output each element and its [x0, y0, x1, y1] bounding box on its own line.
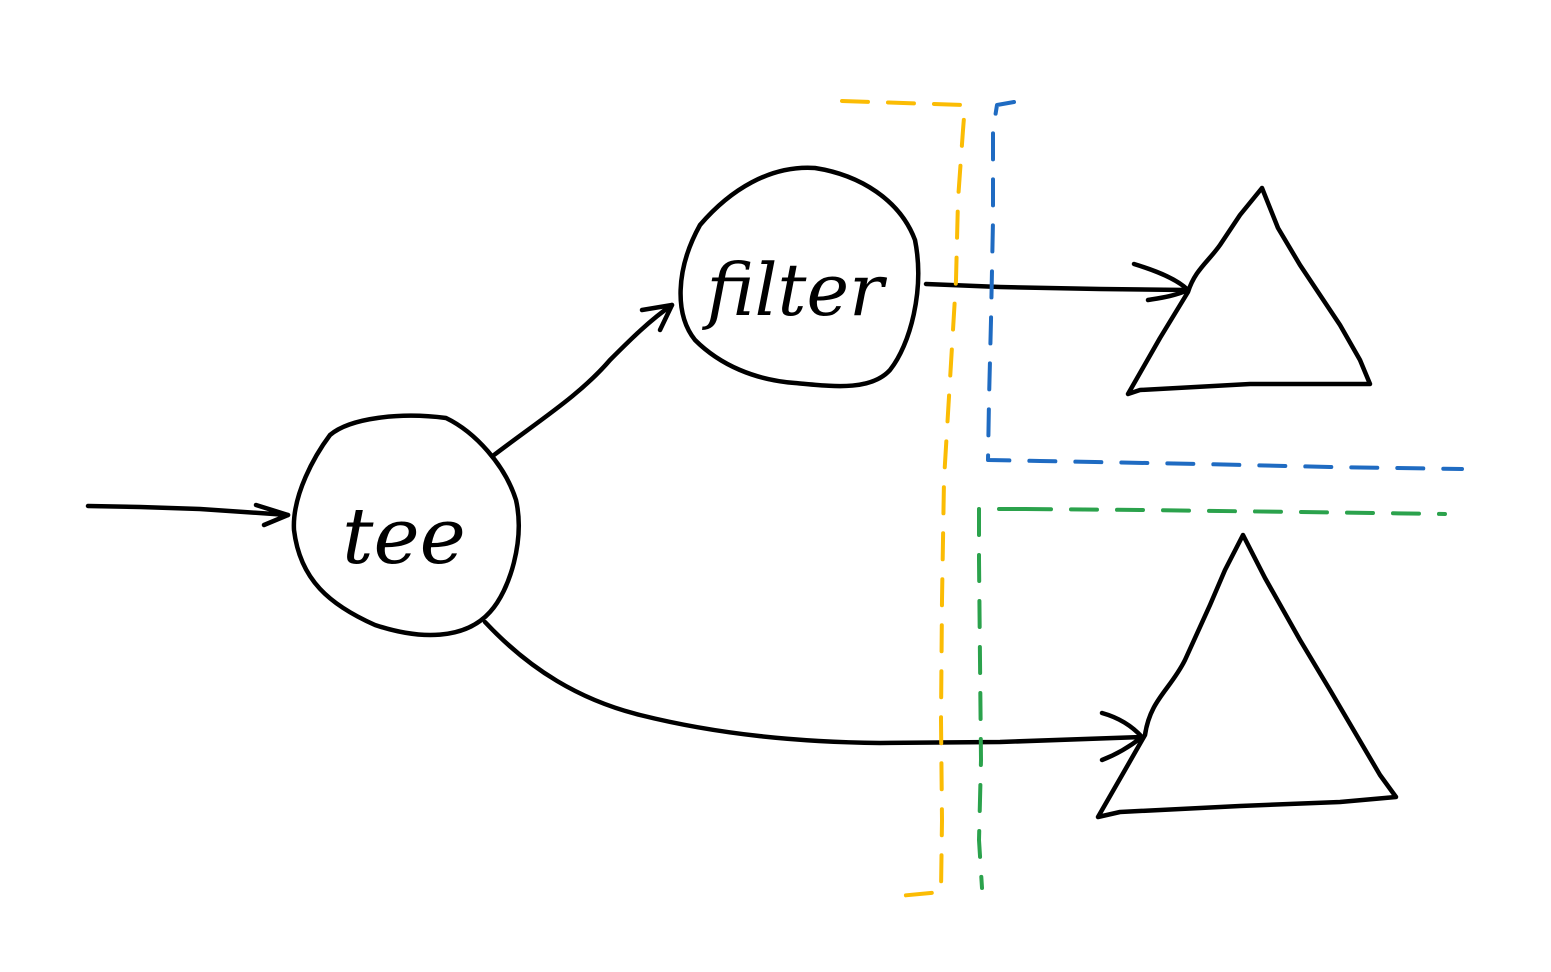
sink-triangle-top: [1125, 185, 1373, 397]
sink-triangle-bottom: [1095, 532, 1399, 820]
green-boundary: [977, 507, 1447, 890]
yellow-boundary: [840, 99, 967, 899]
edge-filter-to-sink-top: [923, 261, 1191, 303]
blue-boundary: [986, 100, 1464, 471]
filter-node: filter: [678, 165, 921, 389]
tee-label: tee: [342, 492, 466, 582]
edge-tee-to-filter: [491, 302, 675, 458]
edge-tee-to-sink-bottom: [482, 619, 1145, 763]
filter-label: filter: [701, 248, 887, 332]
input-arrow: [85, 502, 291, 528]
tee-node: tee: [291, 413, 521, 638]
